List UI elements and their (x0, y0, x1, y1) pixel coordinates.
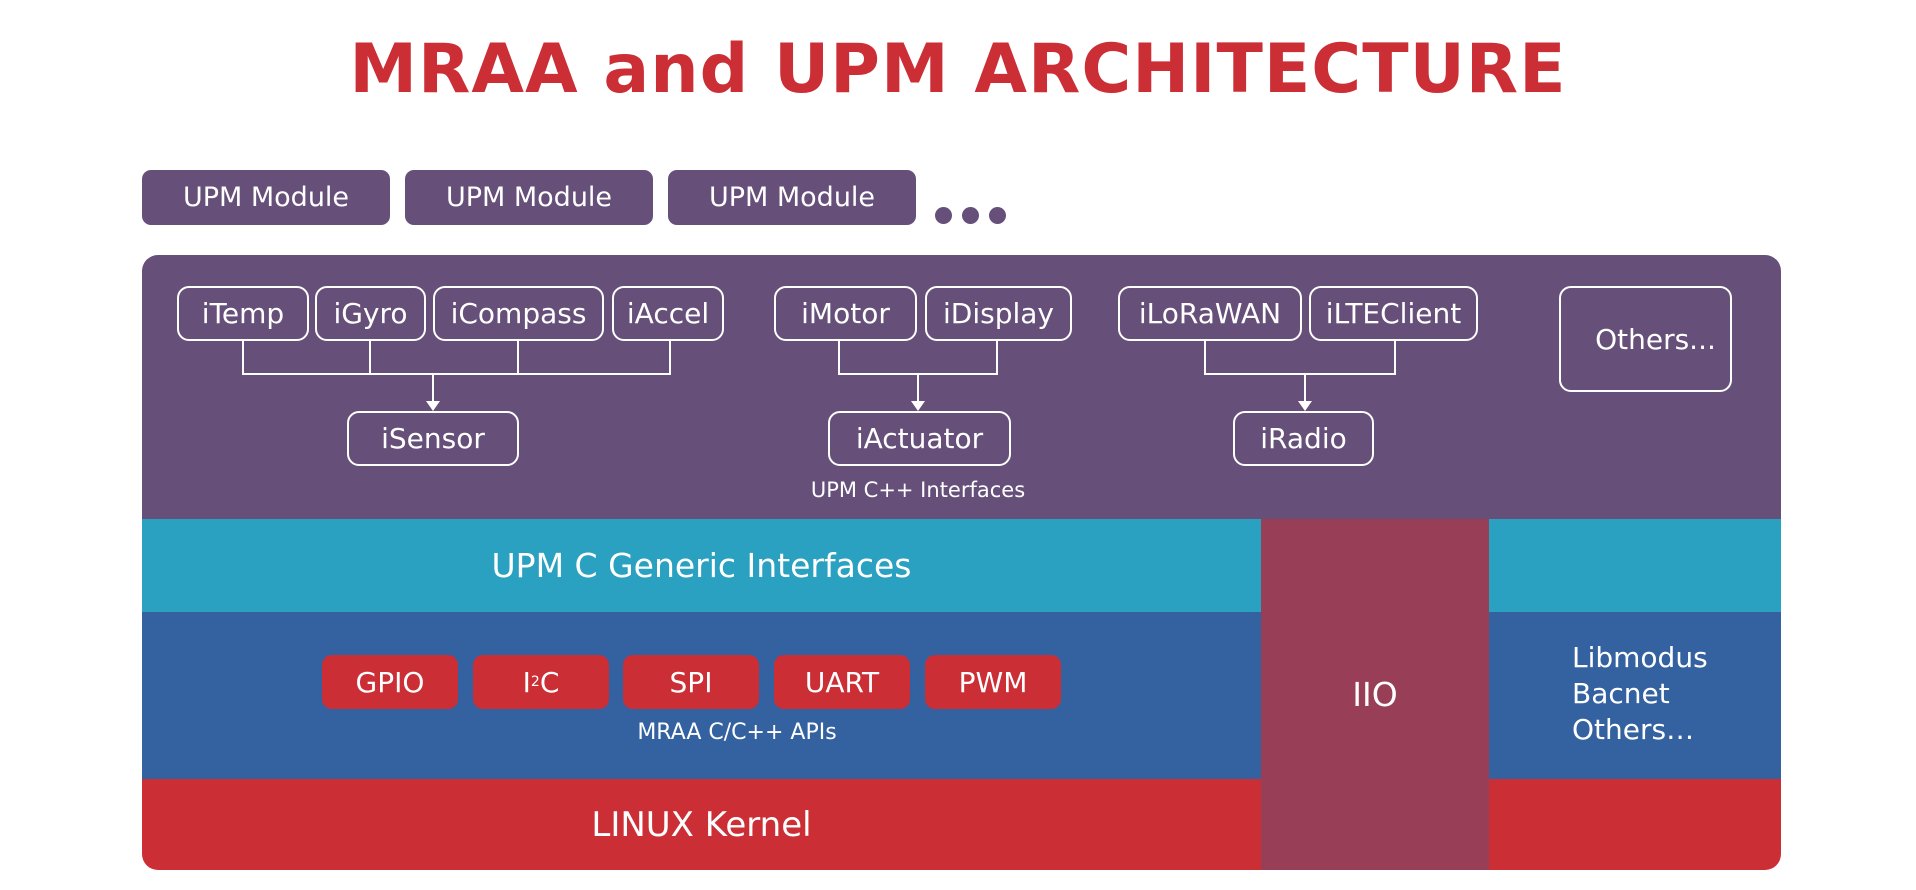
others-label: Others… (1572, 713, 1695, 746)
upm-module-box: UPM Module (405, 170, 653, 225)
architecture-stack: UPM C Generic Interfaces LINUX Kernel II… (142, 255, 1781, 870)
ilteclient-interface: iLTEClient (1309, 286, 1478, 341)
uart-api: UART (774, 655, 910, 709)
others-interface: Others... (1559, 286, 1732, 392)
gpio-api: GPIO (322, 655, 458, 709)
i2c-api-tail: C (539, 665, 560, 699)
i2c-api-letter: I (522, 665, 531, 699)
iactuator-interface: iActuator (828, 411, 1011, 466)
ellipsis-dot (989, 207, 1006, 224)
page-title: MRAA and UPM ARCHITECTURE (349, 30, 1567, 109)
linux-kernel-label: LINUX Kernel (591, 804, 812, 845)
pwm-api: PWM (925, 655, 1061, 709)
imotor-interface: iMotor (774, 286, 917, 341)
mraa-layer-label: MRAA C/C++ APIs (637, 720, 837, 745)
spi-api: SPI (623, 655, 759, 709)
interface-connectors (242, 341, 1396, 411)
c-generic-interfaces-label: UPM C Generic Interfaces (491, 546, 912, 585)
idisplay-interface: iDisplay (925, 286, 1072, 341)
upm-module-box: UPM Module (142, 170, 390, 225)
ilorawan-interface: iLoRaWAN (1118, 286, 1302, 341)
icompass-interface: iCompass (433, 286, 604, 341)
igyro-interface: iGyro (315, 286, 426, 341)
libmodus-label: Libmodus (1572, 641, 1708, 674)
i2c-api-superscript: 2 (530, 674, 540, 690)
cpp-interfaces-layer-label: UPM C++ Interfaces (810, 478, 1026, 502)
iradio-interface: iRadio (1233, 411, 1374, 466)
ellipsis-dot (962, 207, 979, 224)
iio-block: IIO (1261, 519, 1489, 870)
upm-module-box: UPM Module (668, 170, 916, 225)
linux-kernel-layer: LINUX Kernel (142, 779, 1781, 870)
side-libraries: Libmodus Bacnet Others… (1572, 640, 1708, 748)
itemp-interface: iTemp (177, 286, 309, 341)
c-generic-interfaces-layer: UPM C Generic Interfaces (142, 519, 1781, 612)
iaccel-interface: iAccel (612, 286, 724, 341)
isensor-interface: iSensor (347, 411, 519, 466)
ellipsis-dot (935, 207, 952, 224)
bacnet-label: Bacnet (1572, 677, 1670, 710)
